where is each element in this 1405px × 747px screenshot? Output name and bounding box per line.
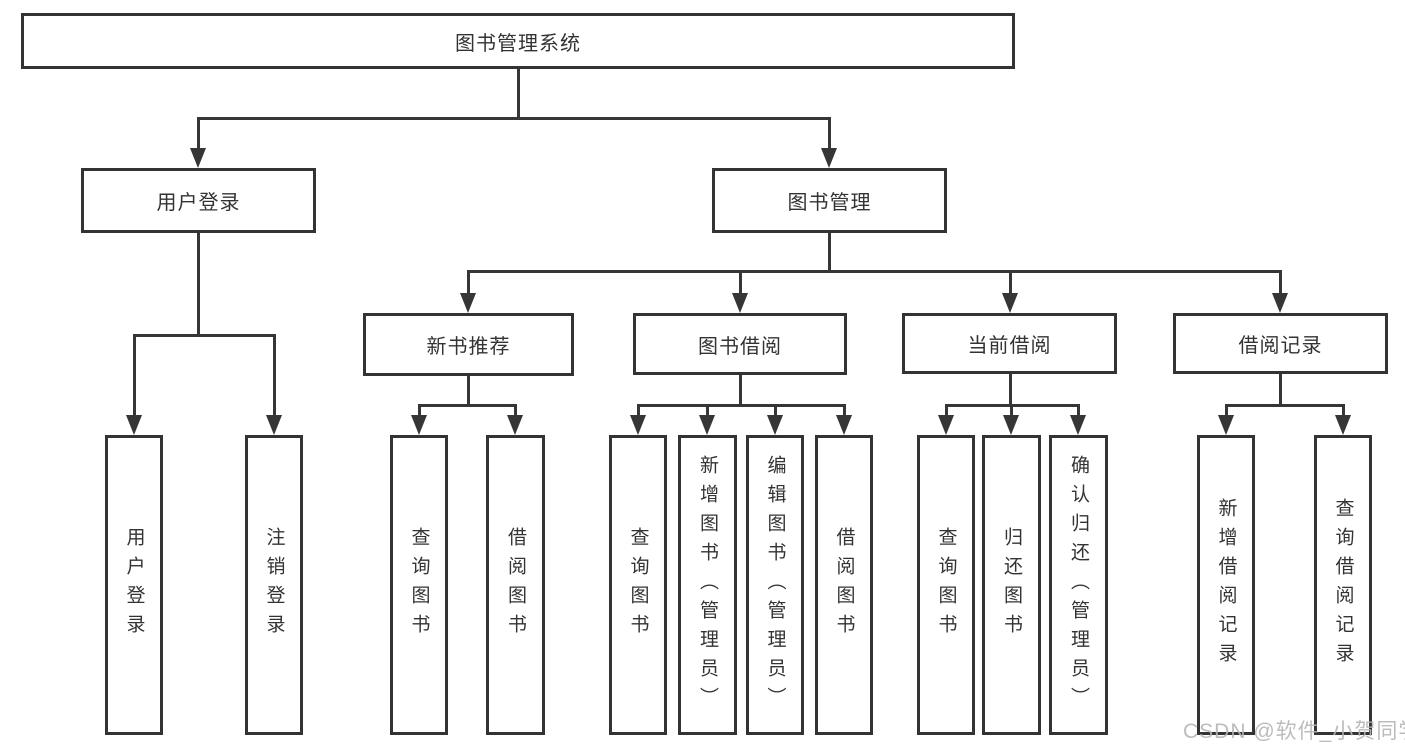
arrow-down-icon bbox=[767, 415, 783, 435]
arrow-down-icon bbox=[1003, 415, 1019, 435]
leaf-add-book-admin: 新增图书（管理员） bbox=[678, 435, 737, 735]
connector-line bbox=[132, 335, 136, 417]
connector-line bbox=[705, 405, 709, 417]
connector-line bbox=[827, 233, 831, 273]
arrow-down-icon bbox=[821, 148, 837, 168]
leaf-query-books-3: 查询图书 bbox=[917, 435, 975, 735]
connector-line bbox=[516, 69, 520, 120]
node-label: 图书管理 bbox=[787, 192, 872, 214]
node-user-login: 用户登录 bbox=[81, 168, 316, 233]
arrow-down-icon bbox=[507, 415, 523, 435]
connector-line bbox=[1278, 374, 1282, 407]
connector-line bbox=[513, 405, 517, 417]
node-label: 用户登录 bbox=[156, 192, 241, 214]
node-label: 确认归还（管理员） bbox=[1068, 454, 1089, 716]
arrow-down-icon bbox=[1335, 415, 1351, 435]
leaf-borrow-books-2: 借阅图书 bbox=[815, 435, 873, 735]
arrow-down-icon bbox=[1002, 293, 1018, 313]
connector-line bbox=[1224, 403, 1345, 407]
connector-line bbox=[738, 271, 742, 295]
arrow-down-icon bbox=[1070, 415, 1086, 435]
leaf-add-borrow-record: 新增借阅记录 bbox=[1197, 435, 1255, 735]
arrow-down-icon bbox=[1272, 293, 1288, 313]
leaf-confirm-return-admin: 确认归还（管理员） bbox=[1049, 435, 1108, 735]
node-label: 新增图书（管理员） bbox=[697, 454, 718, 716]
node-book-management: 图书管理 bbox=[712, 168, 947, 233]
arrow-down-icon bbox=[266, 415, 282, 435]
arrow-down-icon bbox=[190, 148, 206, 168]
node-label: 查询借阅记录 bbox=[1332, 498, 1354, 672]
connector-line bbox=[1224, 405, 1228, 417]
connector-line bbox=[417, 405, 421, 417]
connector-line bbox=[636, 405, 640, 417]
connector-line bbox=[773, 405, 777, 417]
connector-line bbox=[1008, 271, 1012, 295]
leaf-query-books-1: 查询图书 bbox=[390, 435, 448, 735]
connector-line bbox=[1009, 405, 1013, 417]
leaf-edit-book-admin: 编辑图书（管理员） bbox=[746, 435, 804, 735]
node-borrowing-records: 借阅记录 bbox=[1173, 313, 1388, 374]
leaf-logout: 注销登录 bbox=[245, 435, 303, 735]
connector-line bbox=[636, 403, 846, 407]
node-label: 当前借阅 bbox=[967, 335, 1052, 357]
arrow-down-icon bbox=[699, 415, 715, 435]
connector-line bbox=[466, 271, 470, 295]
arrow-down-icon bbox=[630, 415, 646, 435]
connector-line bbox=[132, 333, 276, 337]
arrow-down-icon bbox=[732, 293, 748, 313]
connector-line bbox=[827, 118, 831, 150]
connector-line bbox=[466, 376, 470, 407]
connector-line bbox=[1341, 405, 1345, 417]
connector-line bbox=[466, 269, 1282, 273]
node-label: 图书借阅 bbox=[698, 335, 782, 358]
node-current-borrowing: 当前借阅 bbox=[902, 313, 1117, 374]
node-label: 查询图书 bbox=[935, 527, 957, 643]
node-label: 用户登录 bbox=[123, 527, 145, 643]
node-label: 新增借阅记录 bbox=[1215, 498, 1237, 672]
connector-line bbox=[944, 405, 948, 417]
connector-line bbox=[272, 335, 276, 417]
node-label: 查询图书 bbox=[627, 527, 649, 643]
arrow-down-icon bbox=[938, 415, 954, 435]
node-new-book-recommendation: 新书推荐 bbox=[363, 313, 574, 376]
arrow-down-icon bbox=[411, 415, 427, 435]
node-root-library-management-system: 图书管理系统 bbox=[21, 13, 1015, 69]
arrow-down-icon bbox=[460, 293, 476, 313]
connector-line bbox=[1008, 374, 1012, 407]
connector-line bbox=[196, 116, 831, 120]
node-label: 图书管理系统 bbox=[455, 32, 581, 55]
node-label: 借阅图书 bbox=[505, 527, 526, 643]
arrow-down-icon bbox=[836, 415, 852, 435]
node-book-borrowing: 图书借阅 bbox=[633, 313, 847, 375]
node-label: 查询图书 bbox=[408, 527, 430, 643]
leaf-query-books-2: 查询图书 bbox=[609, 435, 667, 735]
csdn-watermark: CSDN @软件_小贺同学 bbox=[1183, 720, 1405, 743]
leaf-query-borrow-record: 查询借阅记录 bbox=[1314, 435, 1372, 735]
connector-line bbox=[196, 233, 200, 337]
connector-line bbox=[1278, 271, 1282, 295]
node-label: 注销登录 bbox=[263, 527, 285, 643]
connector-line bbox=[196, 118, 200, 150]
leaf-borrow-books-1: 借阅图书 bbox=[486, 435, 545, 735]
node-label: 编辑图书（管理员） bbox=[764, 454, 786, 716]
connector-line bbox=[417, 403, 517, 407]
node-label: 借阅记录 bbox=[1238, 335, 1323, 357]
connector-line bbox=[842, 405, 846, 417]
node-label: 借阅图书 bbox=[833, 527, 855, 643]
leaf-return-book: 归还图书 bbox=[982, 435, 1041, 735]
node-label: 归还图书 bbox=[1001, 527, 1022, 643]
arrow-down-icon bbox=[1218, 415, 1234, 435]
connector-line bbox=[738, 375, 742, 407]
arrow-down-icon bbox=[126, 415, 142, 435]
node-label: 新书推荐 bbox=[426, 336, 511, 358]
connector-line bbox=[1076, 405, 1080, 417]
leaf-user-login: 用户登录 bbox=[105, 435, 163, 735]
